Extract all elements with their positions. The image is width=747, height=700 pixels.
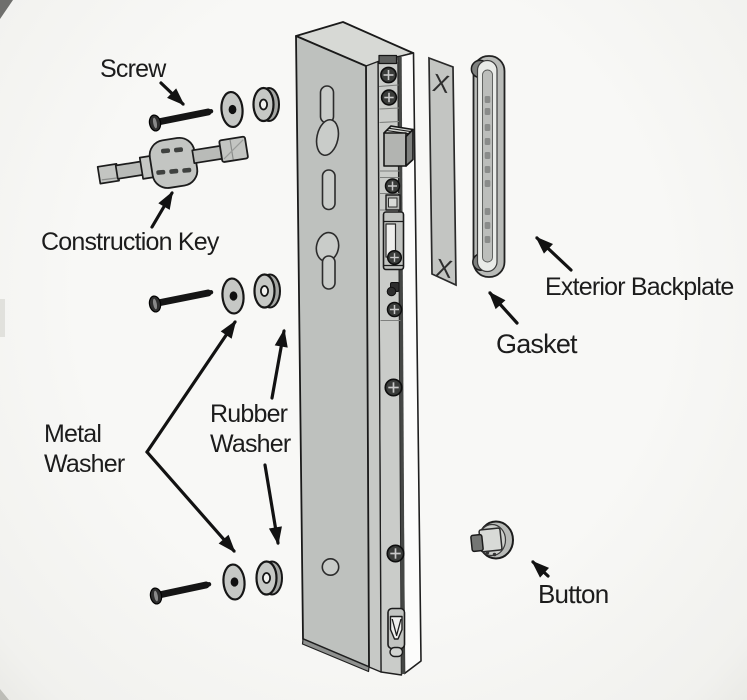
exterior-backplate-arrow xyxy=(535,236,573,272)
lock-body-illustration xyxy=(295,21,422,676)
construction-key-arrow xyxy=(150,191,174,229)
rubber-washer-illustration-top xyxy=(252,86,280,123)
spindle-follower xyxy=(385,194,401,211)
lock-bottom-edge xyxy=(301,638,370,673)
metal-washer-arrow-upper xyxy=(145,320,237,454)
screw-label: Screw xyxy=(100,55,166,83)
gasket-label: Gasket xyxy=(496,329,578,359)
button-illustration xyxy=(470,520,514,560)
gasket-x-bottom: X xyxy=(434,254,455,284)
rubber-washer-illustration-bottom xyxy=(255,560,283,596)
gasket-illustration: X X xyxy=(428,56,457,287)
rubber-washer-illustration-middle xyxy=(253,273,281,309)
gasket-x-top: X xyxy=(431,69,452,99)
faceplate-screws xyxy=(380,66,405,563)
metal-washer-label-line1: Metal xyxy=(44,420,102,448)
rubber-washer-arrow-lower xyxy=(263,463,282,546)
bottom-latch xyxy=(387,607,406,658)
button-label: Button xyxy=(538,579,609,609)
rubber-washer-label-line1: Rubber xyxy=(210,400,288,428)
metal-washer-illustration-middle xyxy=(221,277,245,315)
metal-washer-arrow-lower xyxy=(145,450,236,553)
metal-washer-illustration-bottom xyxy=(222,563,246,601)
exterior-backplate-illustration xyxy=(470,55,506,278)
callout-arrows xyxy=(145,81,573,578)
rubber-washer-label-line2: Washer xyxy=(210,430,291,458)
construction-key-illustration xyxy=(96,135,249,189)
rubber-washer-arrow-upper xyxy=(270,328,288,400)
key-hub-slots xyxy=(156,147,206,175)
metal-washer-label-line2: Washer xyxy=(44,450,125,478)
screw-arrow xyxy=(159,81,185,106)
rubber-washer-label: Rubber Washer xyxy=(210,399,291,459)
exterior-backplate-label: Exterior Backplate xyxy=(545,273,734,301)
deadbolt xyxy=(383,125,414,167)
scan-artifact xyxy=(0,0,13,700)
hook-pin xyxy=(386,282,400,297)
faceplate-top-cap xyxy=(378,54,398,65)
keyhole-cutouts xyxy=(315,85,340,576)
gasket-arrow xyxy=(488,291,519,325)
backplate-slots xyxy=(484,96,491,243)
screw-illustration-middle xyxy=(148,289,214,313)
metal-washer-label: Metal Washer xyxy=(44,419,125,479)
construction-key-label: Construction Key xyxy=(41,228,219,256)
button-arrow xyxy=(531,560,550,578)
screw-illustration-top xyxy=(148,108,214,132)
screw-illustration-bottom xyxy=(149,581,212,605)
metal-washer-illustration-top xyxy=(220,90,244,129)
